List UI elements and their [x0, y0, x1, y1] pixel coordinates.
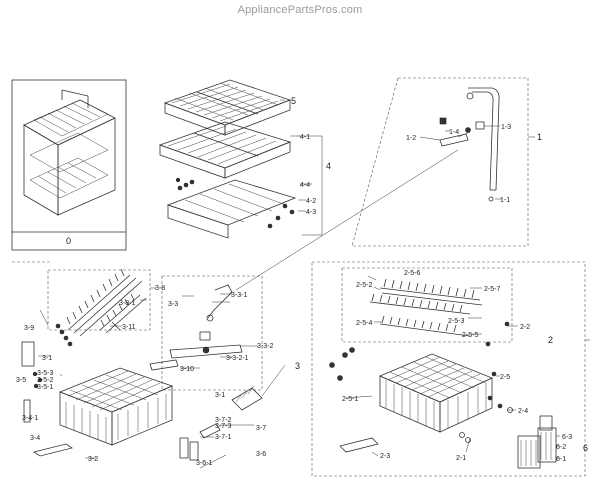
label-3-4: 3-4	[30, 435, 40, 442]
label-3: 3	[295, 361, 300, 371]
label-2-5: 2-5	[500, 374, 510, 381]
top-tray-assembly: 5 4-1 4 4-4 4-2 4-3	[158, 79, 331, 239]
label-1-4: 1-4	[449, 129, 459, 136]
lower-rack-frame	[311, 261, 586, 477]
label-3-10: 3-10	[180, 366, 194, 373]
label-6: 6	[583, 443, 588, 453]
water-pipe	[468, 87, 500, 191]
label-6-1: 6-1	[556, 456, 566, 463]
label-0: 0	[66, 236, 71, 246]
label-1: 1	[537, 132, 542, 142]
label-2-4: 2-4	[518, 408, 528, 415]
label-6-2: 6-2	[556, 444, 566, 451]
label-3-3-1: 3-3-1	[231, 292, 247, 299]
label-3-3-2: 3-3-2	[257, 343, 273, 350]
label-3-7-3: 3-7-3	[215, 423, 231, 430]
lower-rack-assembly: 2-5-6 2-5-2 2-5-7 2-5-4 2-5-3 2-2 2-5-5 …	[311, 261, 590, 477]
label-1-3: 1-3	[501, 124, 511, 131]
overview-frame	[11, 79, 127, 251]
label-3-11: 3-11	[122, 324, 136, 331]
label-4-2: 4-2	[306, 198, 316, 205]
label-3-7-2: 3-7-2	[215, 417, 231, 424]
label-4-3: 4-3	[306, 209, 316, 216]
label-3-4-1: 3-4-1	[22, 415, 38, 422]
label-2-5-2: 2-5-2	[356, 282, 372, 289]
panel-overview: 0	[11, 79, 127, 251]
lower-rack-tines	[369, 278, 483, 337]
label-4-1: 4-1	[300, 134, 310, 141]
label-3-7-1: 3-7-1	[215, 434, 231, 441]
label-3-8: 3-8	[155, 285, 165, 292]
label-3-6: 3-6	[256, 451, 266, 458]
lower-rack-basket	[378, 353, 494, 433]
label-3-1-left: 3-1	[42, 355, 52, 362]
label-2-5-7: 2-5-7	[484, 286, 500, 293]
label-2-3: 2-3	[380, 453, 390, 460]
label-2: 2	[548, 335, 553, 345]
overview-dishwasher-racks	[23, 89, 116, 216]
label-2-5-4: 2-5-4	[356, 320, 372, 327]
label-5: 5	[291, 96, 296, 106]
label-2-5-6: 2-5-6	[404, 270, 420, 277]
label-3-6-1: 3-6-1	[196, 460, 212, 467]
label-1-2: 1-2	[406, 135, 416, 142]
label-3-3-2-1: 3-3-2-1	[226, 355, 249, 362]
label-6-3: 6-3	[562, 434, 572, 441]
label-3-5: 3-5	[16, 377, 26, 384]
pipe-assembly: 1-4 1-2 1-3 1-1 1	[235, 77, 542, 291]
spray-arm-pipe	[207, 284, 233, 319]
label-1-1: 1-1	[500, 197, 510, 204]
connector-line	[235, 149, 459, 291]
label-3-2: 3-2	[88, 456, 98, 463]
label-3-9: 3-9	[24, 325, 34, 332]
label-3-5-3: 3-5-3	[37, 370, 53, 377]
label-2-5-1: 2-5-1	[342, 396, 358, 403]
pipe-assembly-frame	[351, 77, 529, 247]
tine-rows	[66, 268, 147, 337]
middle-rack-assembly: 3-8 3-8-1 3-3 3-3-1 3-3-2 3-3-2-1 3-9 3-…	[12, 261, 300, 469]
label-3-8-1: 3-8-1	[119, 300, 135, 307]
cutlery-basket	[517, 415, 557, 469]
middle-rack-basket	[58, 367, 174, 446]
site-watermark: AppliancePartsPros.com	[237, 4, 363, 16]
label-2-5-3: 2-5-3	[448, 318, 464, 325]
label-3-3: 3-3	[168, 301, 178, 308]
label-3-5-1: 3-5-1	[37, 384, 53, 391]
label-4: 4	[326, 161, 331, 171]
label-3-7: 3-7	[256, 425, 266, 432]
label-3-1-right: 3-1	[215, 392, 225, 399]
label-3-5-2: 3-5-2	[37, 377, 53, 384]
label-2-5-5: 2-5-5	[462, 332, 478, 339]
label-2-2: 2-2	[520, 324, 530, 331]
label-4-4: 4-4	[300, 182, 310, 189]
label-2-1: 2-1	[456, 455, 466, 462]
middle-spray-arm	[169, 344, 243, 359]
